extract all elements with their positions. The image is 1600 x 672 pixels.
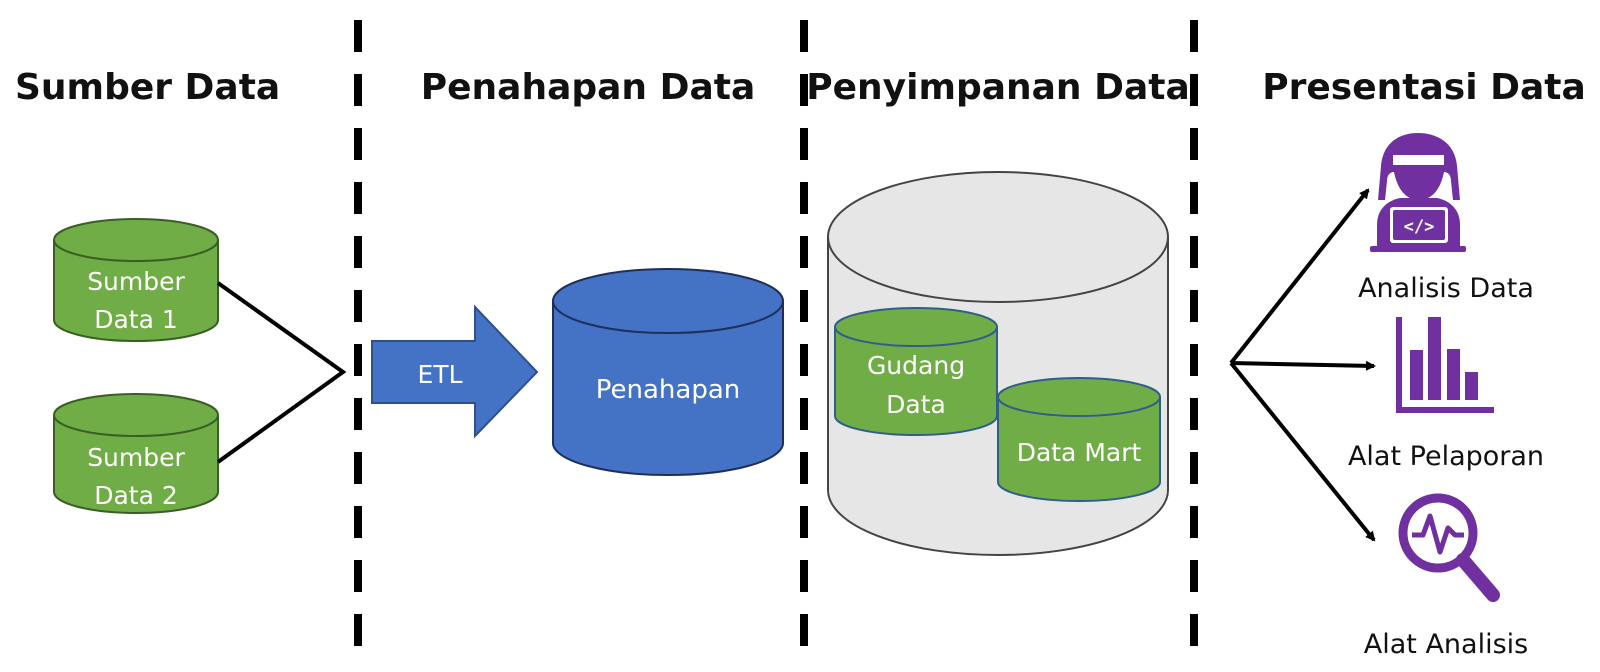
output-arrow-reporting bbox=[1230, 360, 1376, 371]
section-title-staging: Penahapan Data bbox=[421, 67, 756, 108]
output-label-analytics: Alat Analisis bbox=[1364, 629, 1528, 660]
data-analyst-icon: </> bbox=[1370, 133, 1466, 252]
analytics-magnifier-icon bbox=[1398, 493, 1500, 602]
source-merge-connector bbox=[216, 281, 347, 464]
source-1-line1: Sumber bbox=[87, 267, 185, 296]
warehouse-line2: Data bbox=[886, 390, 946, 419]
section-title-storage: Penyimpanan Data bbox=[806, 67, 1190, 108]
output-label-analysis: Analisis Data bbox=[1358, 273, 1534, 304]
data-mart-cylinder: Data Mart bbox=[997, 377, 1161, 502]
staging-label: Penahapan bbox=[596, 375, 741, 405]
data-mart-label: Data Mart bbox=[1017, 438, 1142, 467]
output-arrow-analysis bbox=[1229, 188, 1370, 365]
warehouse-line1: Gudang bbox=[867, 351, 965, 380]
source-1-line2: Data 1 bbox=[94, 305, 178, 334]
bar-chart-icon bbox=[1396, 317, 1494, 413]
staging-cylinder: Penahapan bbox=[552, 268, 784, 476]
section-title-source: Sumber Data bbox=[15, 67, 280, 108]
section-title-presentation: Presentasi Data bbox=[1262, 67, 1586, 108]
source-cylinder-2: Sumber Data 2 bbox=[53, 393, 219, 514]
etl-arrow: ETL bbox=[371, 304, 539, 439]
svg-text:</>: </> bbox=[1404, 217, 1435, 237]
output-arrow-analytics bbox=[1229, 361, 1376, 542]
etl-label: ETL bbox=[418, 360, 463, 389]
source-cylinder-1: Sumber Data 1 bbox=[53, 218, 219, 342]
output-label-reporting: Alat Pelaporan bbox=[1348, 441, 1544, 472]
source-2-line2: Data 2 bbox=[94, 481, 178, 510]
source-2-line1: Sumber bbox=[87, 443, 185, 472]
data-warehouse-cylinder: Gudang Data bbox=[834, 307, 998, 436]
